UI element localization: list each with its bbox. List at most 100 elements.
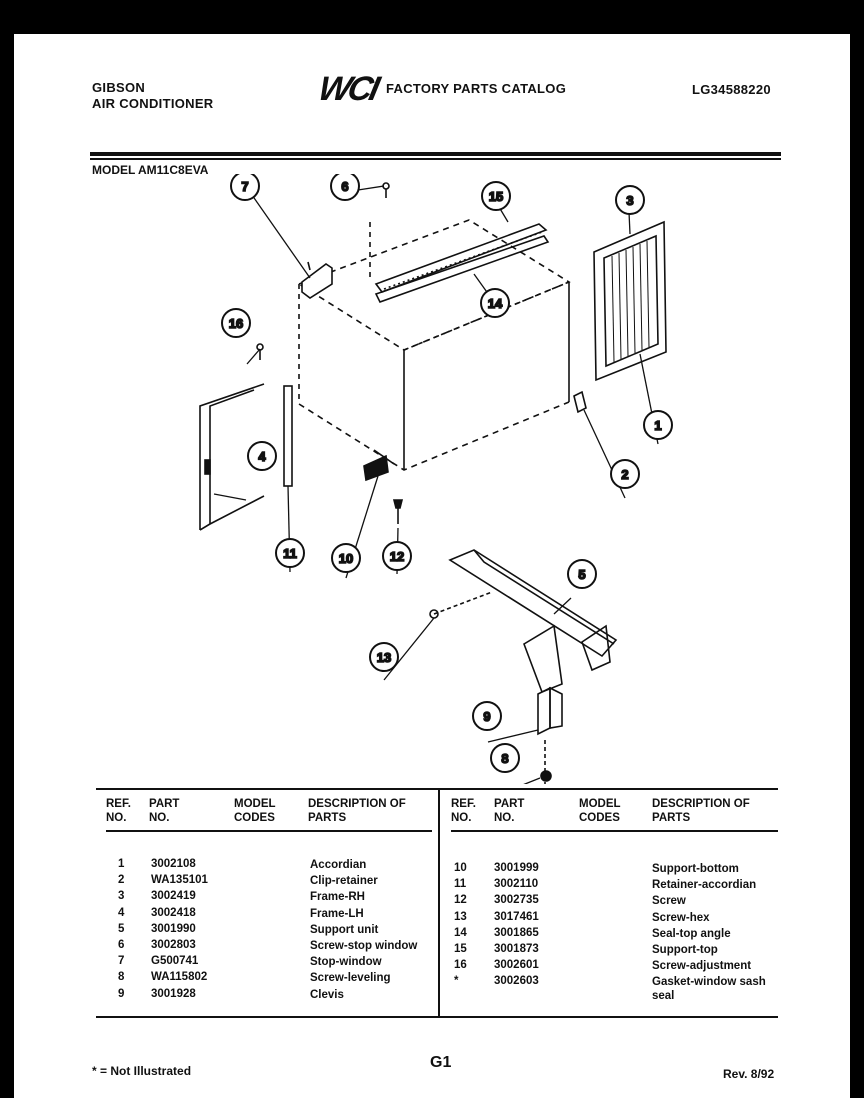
parts-cell-ref: 13	[454, 910, 467, 923]
callout-3: 3	[615, 185, 645, 215]
parts-cell-desc: Frame-RH	[310, 891, 365, 904]
parts-cell-part: 3002418	[151, 906, 196, 919]
parts-cell-part: 3001865	[494, 926, 539, 939]
parts-cell-ref: 3	[118, 890, 125, 903]
svg-text:7: 7	[241, 179, 248, 194]
callout-5: 5	[567, 559, 597, 589]
svg-text:11: 11	[283, 546, 297, 561]
parts-cell-ref: 7	[118, 955, 125, 968]
cabinet-drawing	[297, 219, 571, 471]
svg-text:15: 15	[489, 189, 503, 204]
parts-cell-ref: 14	[454, 926, 467, 939]
svg-text:1: 1	[654, 418, 661, 433]
parts-cell-part: WA135101	[151, 874, 208, 887]
clip-retainer-drawing	[573, 390, 587, 414]
parts-cell-desc: Retainer-accordian	[652, 879, 757, 892]
parts-cell-desc: Screw-leveling	[310, 972, 391, 985]
table-divider	[438, 790, 440, 1016]
leader-lines	[213, 185, 659, 784]
parts-cell-desc: Accordian	[310, 859, 367, 871]
parts-cell-part: 3017461	[494, 910, 539, 923]
parts-cell-desc: Clevis	[310, 988, 344, 1001]
table-top-rule	[96, 788, 778, 790]
parts-cell-desc: Stop-window	[310, 956, 382, 969]
clevis-drawing	[537, 686, 563, 784]
col-description-right: DESCRIPTION OF PARTS	[652, 798, 750, 824]
svg-text:8: 8	[501, 751, 508, 766]
svg-text:2: 2	[621, 467, 628, 482]
header-rule-thick	[90, 152, 781, 156]
col-model-codes-left: MODEL CODES	[234, 798, 276, 824]
callout-9: 9	[472, 701, 502, 731]
parts-cell-ref: 9	[118, 987, 125, 1000]
callout-10: 10	[331, 543, 361, 573]
table-bottom-rule	[96, 1016, 778, 1018]
callout-1: 1	[643, 410, 673, 440]
parts-cell-desc: Frame-LH	[310, 907, 364, 920]
exploded-parts-diagram: 7 6 15 3 14 16 1 4 2 11 10 12 5 13 9 8	[199, 174, 673, 784]
parts-cell-part: 3002603	[494, 975, 539, 988]
catalog-page: GIBSON AIR CONDITIONER WCI FACTORY PARTS…	[14, 34, 850, 1098]
parts-cell-part: 3002110	[494, 878, 539, 891]
support-bottom-drawing	[363, 454, 404, 524]
parts-cell-desc: Support unit	[310, 923, 379, 936]
stop-window-drawing	[301, 182, 390, 299]
parts-cell-desc: Screw	[652, 895, 686, 908]
header-rule-thin	[90, 158, 781, 160]
support-unit-drawing	[429, 549, 618, 694]
parts-cell-part: 3001999	[494, 862, 539, 874]
top-rails-drawing	[374, 223, 550, 303]
col-model-codes-right: MODEL CODES	[579, 798, 621, 824]
frame-lh-drawing	[199, 383, 265, 531]
svg-text:10: 10	[339, 551, 353, 566]
parts-cell-part: G500741	[151, 955, 199, 968]
parts-cell-desc: Seal-top angle	[652, 927, 731, 940]
brand-name: GIBSON	[92, 80, 146, 95]
col-ref-no-left: REF. NO.	[106, 798, 131, 824]
parts-cell-part: 3002419	[151, 890, 196, 903]
parts-cell-part: 3002108	[151, 858, 196, 870]
parts-cell-ref: 16	[454, 959, 467, 972]
col-ref-no-right: REF. NO.	[451, 798, 476, 824]
callout-4: 4	[247, 441, 277, 471]
col-description-left: DESCRIPTION OF PARTS	[308, 798, 406, 824]
parts-cell-ref: 11	[454, 878, 467, 891]
parts-cell-part: 3001990	[151, 922, 196, 935]
callout-7: 7	[230, 174, 260, 201]
callout-13: 13	[369, 642, 399, 672]
col-part-no-right: PART NO.	[494, 798, 525, 824]
wci-logo: WCI	[315, 70, 381, 108]
parts-cell-desc: Screw-stop window	[310, 940, 418, 952]
parts-cell-desc: Gasket-window sash seal	[652, 976, 766, 1003]
svg-text:12: 12	[390, 549, 404, 564]
retainer-accordian-drawing	[283, 385, 293, 487]
col-part-no-left: PART NO.	[149, 798, 180, 824]
parts-cell-part: 3002601	[494, 959, 539, 972]
callout-6: 6	[330, 174, 360, 201]
parts-cell-ref: *	[454, 975, 459, 988]
not-illustrated-note: * = Not Illustrated	[92, 1064, 192, 1078]
product-type: AIR CONDITIONER	[92, 96, 214, 111]
parts-cell-part: 3001873	[494, 943, 539, 955]
svg-text:13: 13	[377, 650, 391, 665]
svg-text:9: 9	[483, 709, 490, 724]
svg-text:3: 3	[626, 193, 633, 208]
parts-cell-part: WA115802	[151, 971, 208, 984]
parts-cell-ref: 6	[118, 939, 125, 951]
parts-cell-ref: 4	[118, 906, 125, 919]
callout-11: 11	[275, 538, 305, 568]
parts-cell-ref: 15	[454, 943, 467, 955]
revision-date: Rev. 8/92	[723, 1067, 775, 1081]
parts-cell-ref: 2	[118, 874, 125, 887]
svg-text:16: 16	[229, 316, 243, 331]
parts-cell-part: 3002803	[151, 939, 196, 951]
parts-cell-part: 3002735	[494, 894, 539, 907]
screw-adjustment-drawing	[256, 343, 264, 360]
svg-text:6: 6	[341, 179, 348, 194]
parts-cell-ref: 1	[118, 858, 125, 870]
parts-cell-ref: 12	[454, 894, 467, 907]
parts-cell-desc: Support-bottom	[652, 863, 739, 875]
parts-cell-desc: Clip-retainer	[310, 875, 378, 888]
parts-cell-ref: 5	[118, 922, 125, 935]
callout-8: 8	[490, 743, 520, 773]
